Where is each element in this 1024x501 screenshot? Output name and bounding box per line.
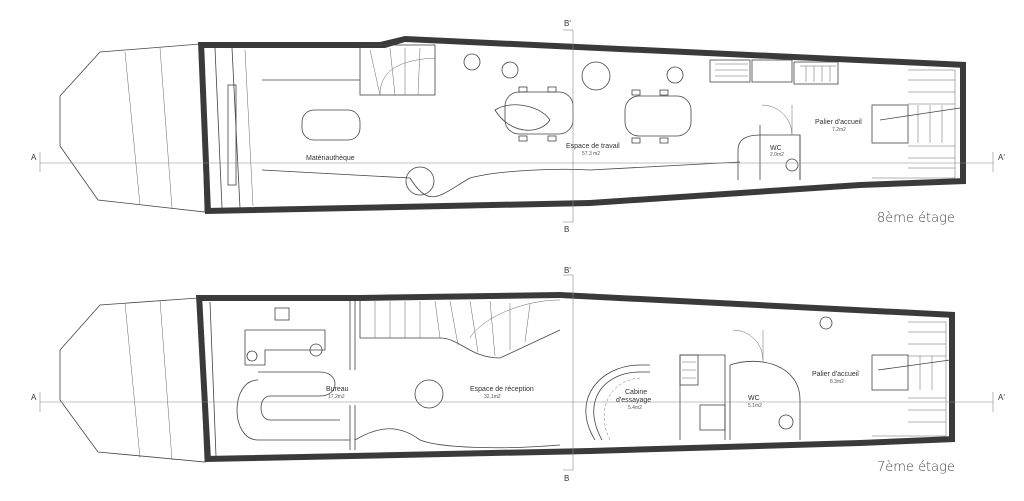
section-b-top-8: B' (564, 19, 571, 28)
room-label-cabine: Cabine (625, 389, 647, 396)
room-area-palier-7: 8.3m2 (830, 379, 844, 385)
room-label-palier-8: Palier d'accueil (815, 119, 862, 126)
room-label-materiautheque: Matériauthèque (306, 155, 355, 162)
room-label-bureau: Bureau (326, 386, 349, 393)
floor-title-8: 8ème étage (877, 211, 955, 226)
room-area-espace-travail: 57.3 m2 (582, 151, 600, 157)
section-axes (39, 29, 994, 471)
room-area-wc-7: 5.1m2 (748, 403, 762, 409)
floor-7-plan (59, 292, 955, 463)
room-area-wc-8: 2.0m2 (770, 152, 784, 158)
room-label-palier-7: Palier d'accueil (812, 371, 859, 378)
room-label-cabine-line2: d'essayage (616, 397, 651, 404)
section-b-top-7: B' (564, 266, 571, 275)
section-a-left-8: A (31, 153, 37, 162)
section-a-left-7: A (31, 393, 37, 402)
room-area-espace-reception: 32.1m2 (484, 394, 501, 400)
room-label-espace-reception: Espace de réception (470, 386, 534, 393)
section-a-right-7: A' (998, 393, 1005, 402)
room-area-cabine: 5.4m2 (628, 405, 642, 411)
room-label-wc-7: WC (748, 395, 760, 402)
room-label-espace-travail: Espace de travail (566, 143, 620, 150)
room-label-wc-8: WC (770, 145, 782, 152)
room-area-palier-8: 7.2m2 (832, 127, 846, 133)
floor-title-7: 7ème étage (877, 460, 955, 475)
section-b-bottom-8: B (564, 225, 569, 234)
section-a-right-8: A' (998, 153, 1005, 162)
section-b-bottom-7: B (564, 474, 569, 483)
room-area-bureau: 17.2m2 (328, 394, 345, 400)
